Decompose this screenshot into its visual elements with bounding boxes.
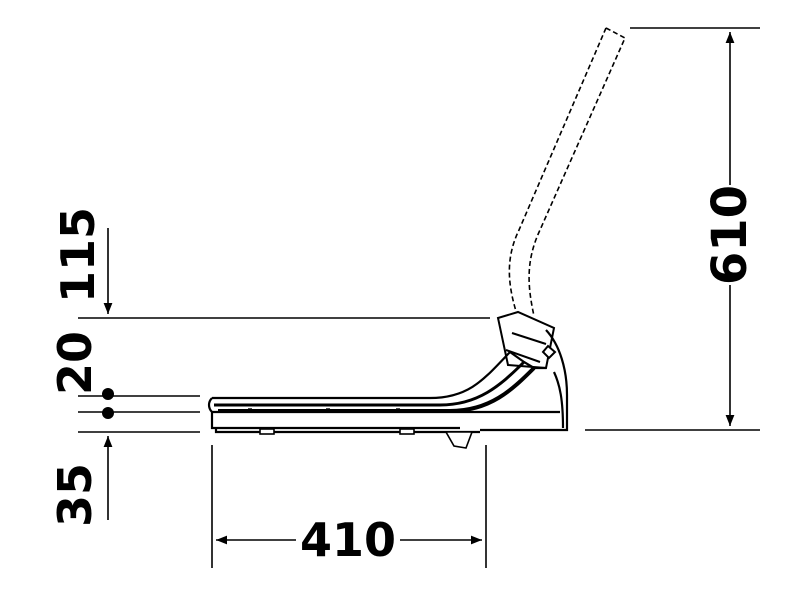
dimension-20-label: 20: [48, 331, 102, 395]
dimension-410: [211, 445, 487, 568]
dimension-35-label: 35: [48, 463, 102, 527]
seat-buffers: [259, 428, 474, 449]
hinge-block: [496, 310, 557, 370]
dimension-115: [78, 228, 490, 319]
seat-body: [207, 329, 569, 434]
dimension-20-dots: [102, 388, 114, 419]
dimension-610: [585, 27, 760, 431]
dimension-20: [78, 395, 200, 413]
dimension-610-label: 610: [702, 185, 758, 285]
dimension-410-label: 410: [300, 513, 396, 567]
raised-lid-outline: [508, 27, 627, 319]
dimension-115-label: 115: [51, 207, 105, 303]
dimension-35: [78, 431, 200, 520]
